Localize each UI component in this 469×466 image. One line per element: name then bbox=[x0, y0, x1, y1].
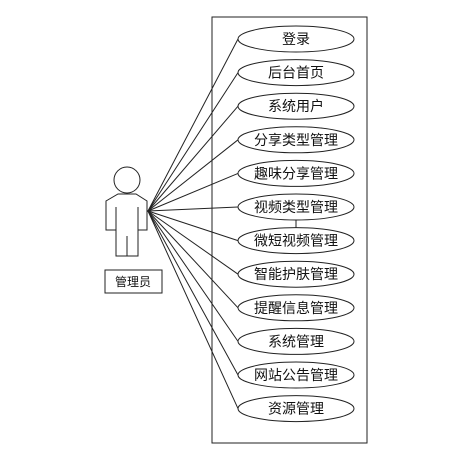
use-case: 系统用户 bbox=[237, 92, 355, 120]
use-case-label: 系统管理 bbox=[268, 334, 324, 350]
use-case-label: 视频类型管理 bbox=[254, 200, 338, 216]
association-line bbox=[147, 172, 239, 212]
use-case: 分享类型管理 bbox=[237, 126, 355, 154]
use-case: 登录 bbox=[237, 25, 355, 53]
association-line bbox=[147, 210, 239, 275]
use-case: 趣味分享管理 bbox=[237, 159, 355, 187]
association-line bbox=[147, 210, 239, 376]
association-line bbox=[147, 210, 239, 342]
use-case-label: 网站公告管理 bbox=[254, 368, 338, 384]
actor-body bbox=[105, 193, 148, 257]
association-line bbox=[147, 206, 239, 212]
use-case-label: 后台首页 bbox=[268, 66, 324, 82]
association-line bbox=[147, 210, 239, 409]
use-case-ellipse bbox=[237, 260, 355, 288]
use-case-label: 趣味分享管理 bbox=[254, 165, 338, 182]
actor-label: 管理员 bbox=[115, 274, 151, 289]
use-case-ellipse bbox=[237, 25, 355, 53]
use-case-ellipse bbox=[237, 227, 355, 255]
use-case-ellipse bbox=[237, 193, 355, 221]
use-case: 网站公告管理 bbox=[237, 361, 355, 389]
actor-figure bbox=[105, 166, 148, 257]
use-case-label: 提醒信息管理 bbox=[254, 300, 338, 317]
use-case-group: 登录后台首页系统用户分享类型管理趣味分享管理视频类型管理微短视频管理智能护肤管理… bbox=[237, 25, 355, 423]
use-case-ellipse bbox=[237, 361, 355, 389]
use-case: 后台首页 bbox=[237, 59, 355, 87]
use-case: 资源管理 bbox=[237, 395, 355, 423]
use-case-label: 微短视频管理 bbox=[254, 234, 338, 250]
use-case-label: 登录 bbox=[282, 32, 310, 48]
use-case-ellipse bbox=[237, 395, 355, 423]
use-case: 系统管理 bbox=[237, 327, 355, 355]
association-lines bbox=[147, 38, 239, 409]
use-case-label: 资源管理 bbox=[268, 402, 324, 418]
use-case-label: 分享类型管理 bbox=[254, 132, 338, 149]
use-case: 提醒信息管理 bbox=[237, 294, 355, 322]
association-line bbox=[147, 38, 239, 212]
association-line bbox=[147, 72, 239, 212]
association-line bbox=[147, 105, 239, 212]
association-line bbox=[147, 139, 239, 212]
use-case: 微短视频管理 bbox=[237, 227, 355, 255]
use-case-ellipse bbox=[237, 92, 355, 120]
system-boundary bbox=[211, 16, 368, 444]
use-case-ellipse bbox=[237, 126, 355, 154]
association-line bbox=[147, 210, 239, 309]
use-case: 视频类型管理 bbox=[237, 193, 355, 221]
actor-label-box bbox=[104, 269, 163, 294]
use-case-ellipse bbox=[237, 59, 355, 87]
association-line bbox=[147, 210, 239, 242]
use-case-ellipse bbox=[237, 327, 355, 355]
use-case-label: 系统用户 bbox=[268, 98, 324, 115]
use-case-ellipse bbox=[237, 159, 355, 187]
actor-head bbox=[113, 166, 141, 194]
use-case-label: 智能护肤管理 bbox=[254, 267, 338, 283]
use-case-ellipse bbox=[237, 294, 355, 322]
use-case: 智能护肤管理 bbox=[237, 260, 355, 288]
